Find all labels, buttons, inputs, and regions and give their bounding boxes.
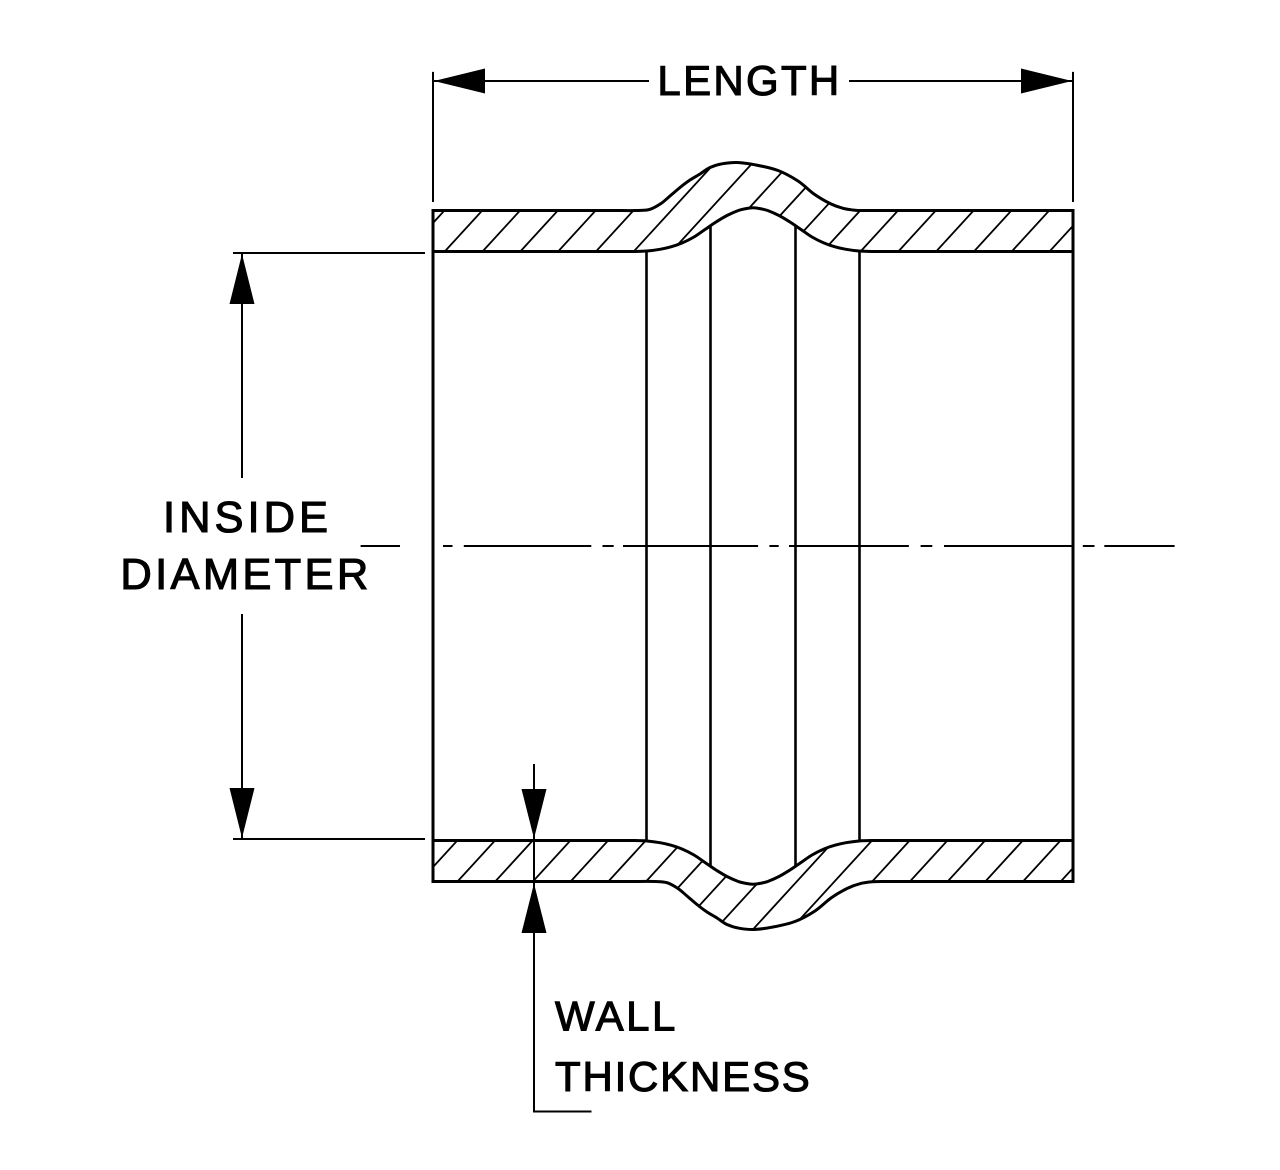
svg-text:THICKNESS: THICKNESS	[555, 1053, 812, 1100]
svg-text:LENGTH: LENGTH	[657, 57, 841, 104]
svg-text:DIAMETER: DIAMETER	[120, 551, 371, 599]
svg-text:INSIDE: INSIDE	[163, 494, 332, 542]
svg-text:WALL: WALL	[555, 993, 678, 1040]
